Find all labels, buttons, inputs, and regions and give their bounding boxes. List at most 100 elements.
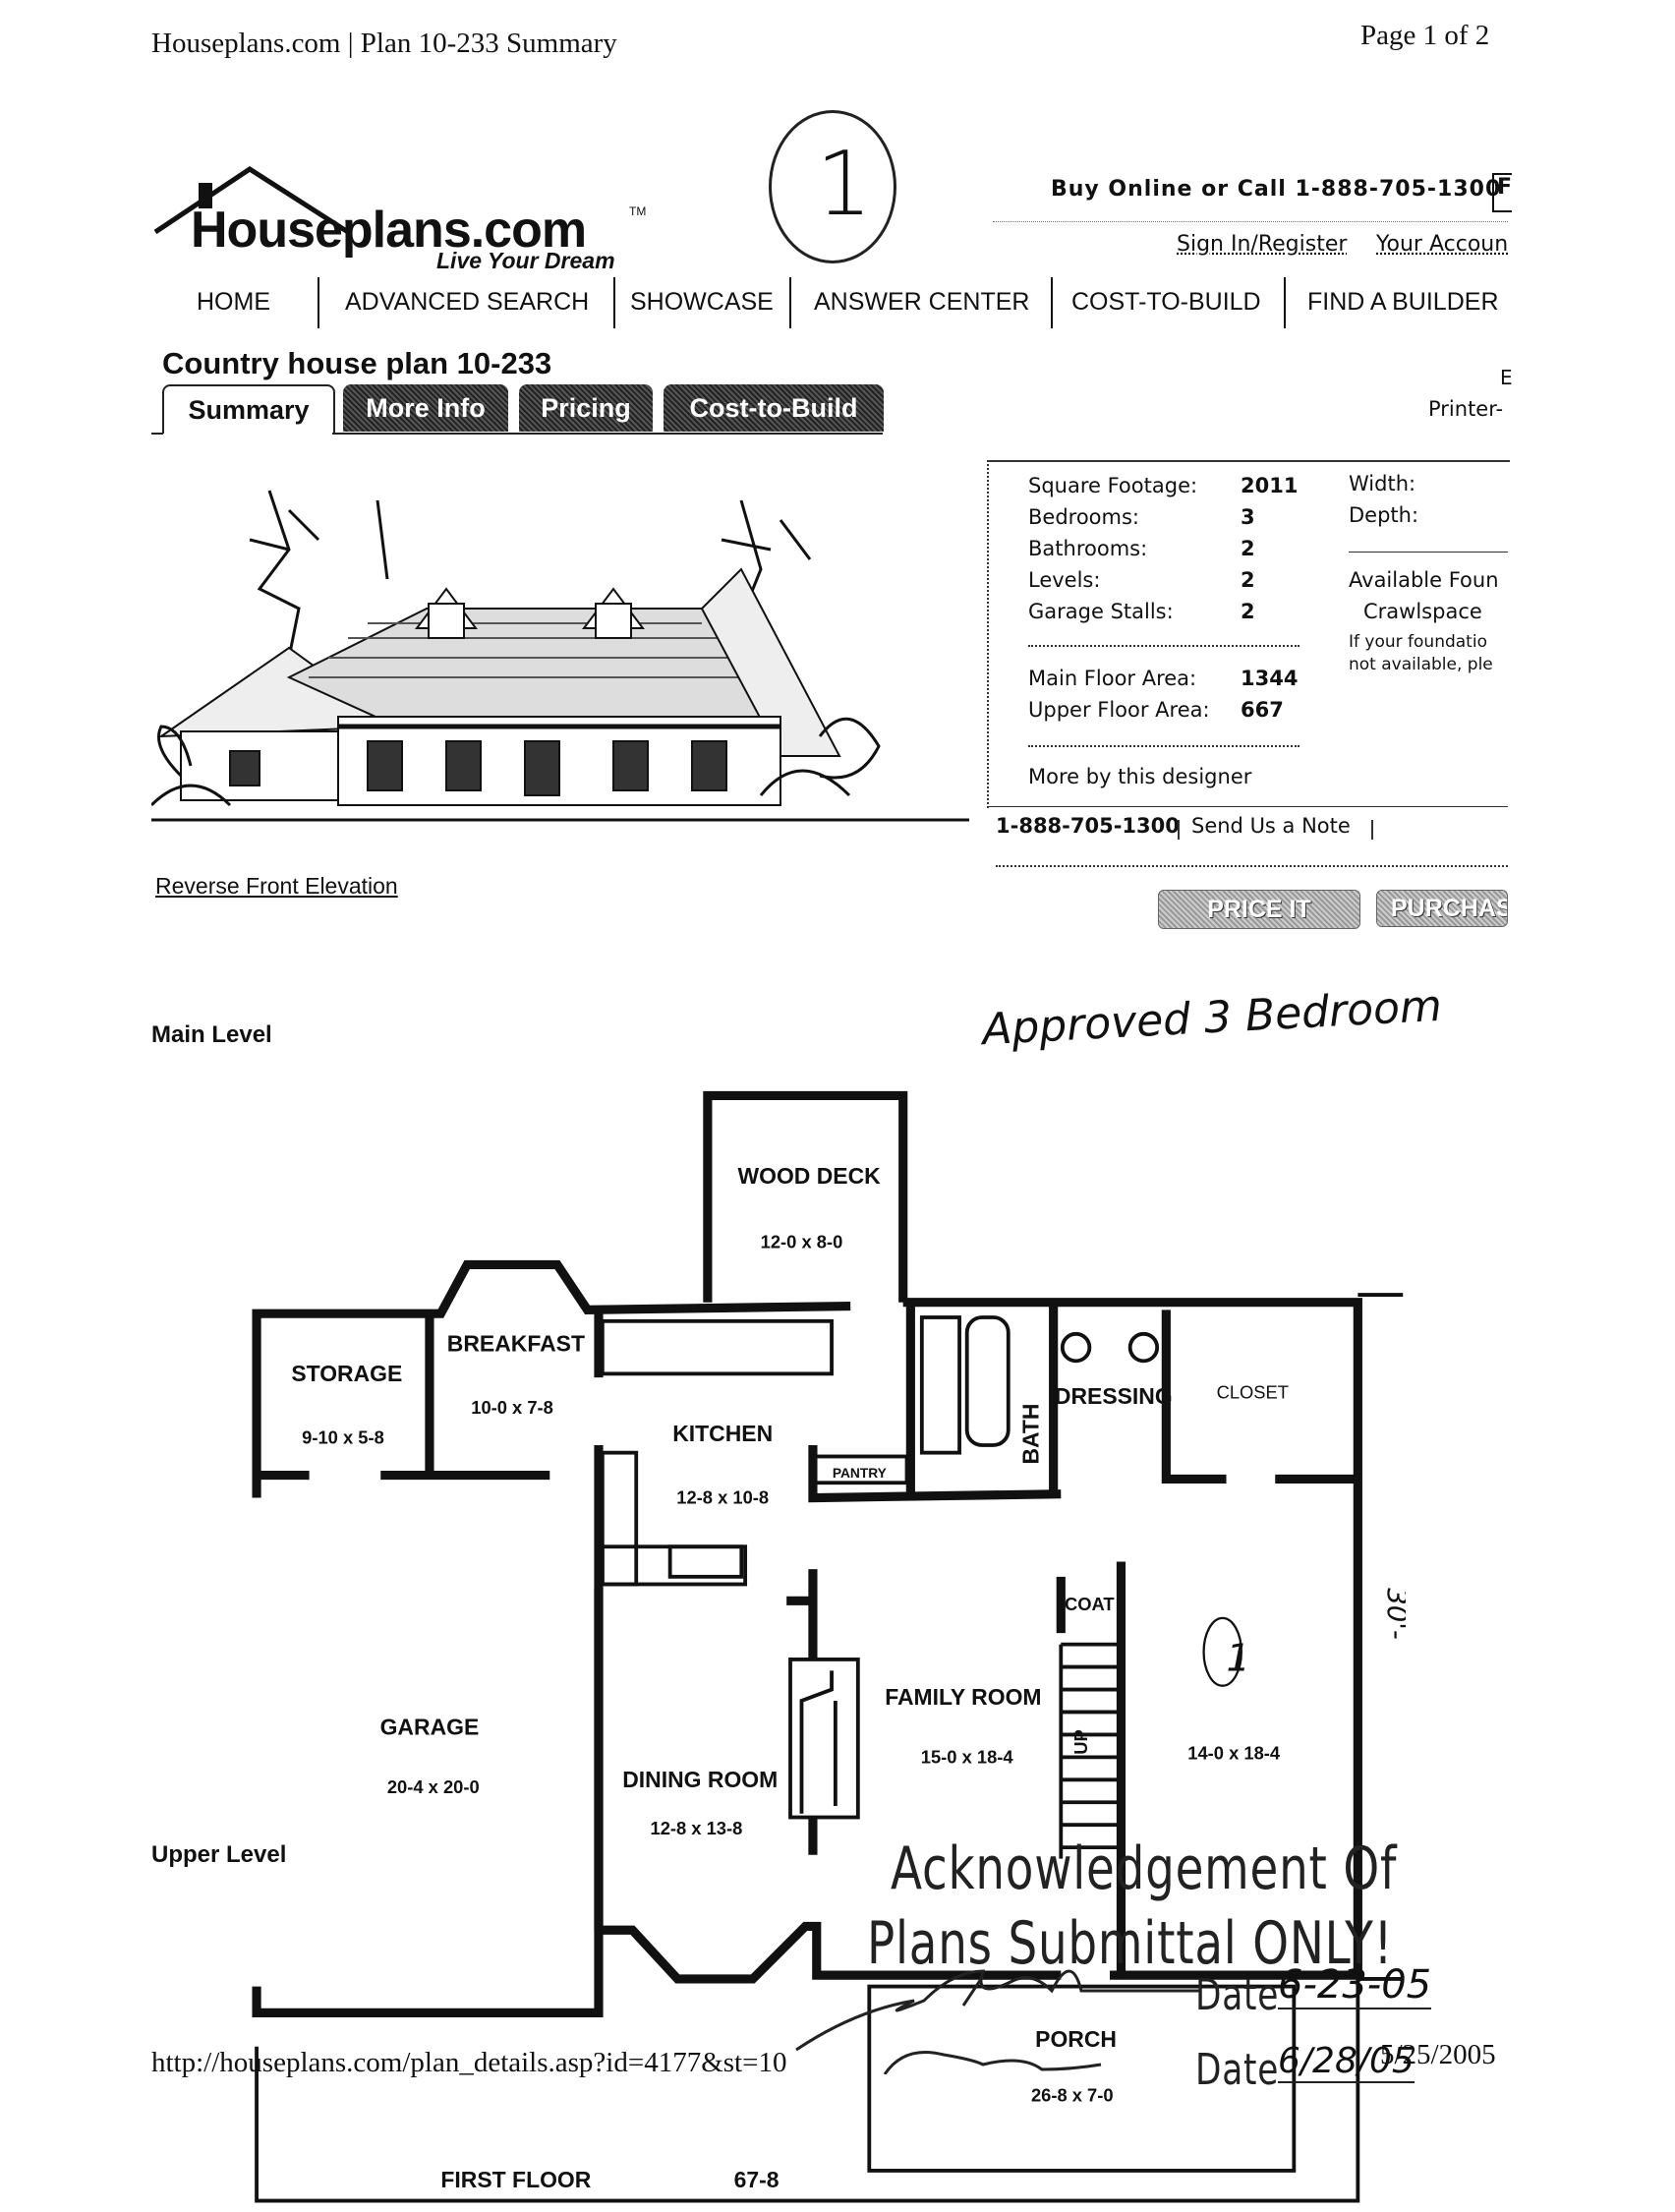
spec-label-depth: Depth: [1349,503,1419,527]
divider [1349,552,1508,553]
main-level-heading: Main Level [151,1021,272,1048]
stair-up-label: UP [1070,1729,1091,1754]
divider [993,221,1508,222]
closet-label: CLOSET [1217,1382,1289,1403]
buy-online-call: Buy Online or Call 1-888-705-1300 [1051,177,1502,202]
room-size-bedroom: 14-0 x 18-4 [1187,1743,1281,1764]
foundation-value: Crawlspace [1363,600,1482,623]
foundation-note: If your foundatio [1349,632,1487,652]
logo-trademark: TM [629,204,647,218]
room-size-breakfast: 10-0 x 7-8 [471,1397,553,1418]
spec-value-garage-stalls: 2 [1241,600,1255,623]
spec-label-main-floor-area: Main Floor Area: [1028,667,1197,690]
price-it-button[interactable]: PRICE IT [1158,890,1360,929]
stamp-date-2: 6/28/05 [1278,2041,1415,2083]
handwritten-dimension-note: 30'- [1381,1588,1406,1640]
spec-label-garage-stalls: Garage Stalls: [1028,600,1174,623]
printer-friendly-link[interactable]: Printer- [1428,397,1504,421]
print-header-title: Houseplans.com | Plan 10-233 Summary [151,28,617,59]
stamp-date-label: Date [1195,2045,1280,2095]
print-footer-date: 5/25/2005 [1380,2039,1496,2070]
nav-separator [789,277,791,328]
spec-label-upper-floor-area: Upper Floor Area: [1028,698,1210,722]
floor-caption: FIRST FLOOR [440,2167,591,2192]
stamp-line-1: Acknowledgement Of [891,1834,1398,1903]
room-label-family-room: FAMILY ROOM [885,1684,1041,1710]
room-size-storage: 9-10 x 5-8 [302,1426,384,1447]
spec-label-bedrooms: Bedrooms: [1028,505,1139,529]
specs-box [987,460,1510,808]
room-size-family-room: 15-0 x 18-4 [921,1746,1014,1767]
divider [1028,645,1300,647]
tab-baseline [151,433,163,435]
signature-1 [795,1969,1199,2074]
tab-pricing[interactable]: Pricing [519,384,653,432]
spec-label-width: Width: [1349,472,1416,495]
spec-value-bedrooms: 3 [1241,505,1255,529]
spec-value-bathrooms: 2 [1241,537,1255,560]
room-label-garage: GARAGE [380,1714,480,1739]
logo-text: Houseplans.com [191,202,587,259]
tab-summary[interactable]: Summary [162,384,335,434]
spec-label-square-footage: Square Footage: [1028,474,1198,497]
handwritten-room-mark: 1 [1227,1637,1250,1680]
spec-value-main-floor-area: 1344 [1241,667,1299,690]
divider [996,865,1508,867]
sign-in-register-link[interactable]: Sign In/Register [1177,232,1348,257]
spec-label-bathrooms: Bathrooms: [1028,537,1148,560]
nav-separator [318,277,319,328]
handwritten-approval-note: Approved 3 Bedroom [980,980,1443,1056]
upper-level-heading: Upper Level [151,1841,287,1868]
pantry-label: PANTRY [833,1466,887,1481]
logo-tagline: Live Your Dream [436,248,615,273]
tab-cost-to-build[interactable]: Cost-to-Build [664,384,884,432]
print-footer-url: http://houseplans.com/plan_details.asp?i… [151,2047,787,2078]
stamp-line-2: Plans Submittal ONLY! [867,1909,1394,1978]
room-label-porch: PORCH [1035,2026,1117,2052]
room-label-wood-deck: WOOD DECK [737,1163,881,1189]
stamp-date-1: 6-23-05 [1278,1962,1432,2009]
room-label-kitchen: KITCHEN [672,1421,773,1446]
room-size-kitchen: 12-8 x 10-8 [676,1487,769,1508]
spec-value-upper-floor-area: 667 [1241,698,1284,722]
print-page-number: Page 1 of 2 [1360,20,1490,51]
bath-label: BATH [1017,1404,1043,1465]
divider [987,806,1508,807]
nav-separator [613,277,615,328]
stamp-date-label: Date [1195,1970,1280,2020]
separator [1178,820,1180,840]
phone-number: 1-888-705-1300 [996,814,1180,838]
send-us-a-note-link[interactable]: Send Us a Note [1191,814,1351,838]
room-size-wood-deck: 12-0 x 8-0 [761,1232,843,1252]
room-size-dining-room: 12-8 x 13-8 [650,1818,742,1838]
nav-cost-to-build[interactable]: COST-TO-BUILD [1071,288,1261,316]
reverse-front-elevation-link[interactable]: Reverse Front Elevation [155,873,398,899]
overall-width-dimension: 67-8 [734,2167,780,2192]
nav-answer-center[interactable]: ANSWER CENTER [814,288,1030,316]
dressing-label: DRESSING [1055,1383,1173,1409]
nav-advanced-search[interactable]: ADVANCED SEARCH [345,288,590,316]
cut-off-link[interactable]: E [1500,366,1513,389]
your-account-link[interactable]: Your Accoun [1376,232,1509,257]
tab-baseline [332,433,883,435]
nav-find-a-builder[interactable]: FIND A BUILDER [1307,288,1499,316]
purchase-button[interactable]: PURCHAS [1376,890,1508,927]
nav-home[interactable]: HOME [197,288,270,316]
room-size-porch: 26-8 x 7-0 [1031,2085,1114,2106]
house-roof-icon [153,166,348,235]
room-label-dining-room: DINING ROOM [622,1767,778,1792]
available-foundations-label: Available Foun [1349,568,1499,592]
divider [1028,745,1300,747]
handwritten-circle [1202,1616,1242,1687]
cut-off-box: F [1492,173,1513,212]
tab-more-info[interactable]: More Info [343,384,508,432]
coat-label: COAT [1065,1594,1115,1614]
nav-showcase[interactable]: SHOWCASE [630,288,774,316]
handwritten-circle: 1 [769,110,896,263]
more-by-designer-link[interactable]: More by this designer [1028,765,1252,788]
spec-value-levels: 2 [1241,568,1255,592]
room-size-garage: 20-4 x 20-0 [387,1776,480,1797]
spec-value-square-footage: 2011 [1241,474,1299,497]
front-elevation-image[interactable] [151,481,969,831]
houseplans-logo[interactable]: Houseplans.com TM Live Your Dream [151,165,653,278]
